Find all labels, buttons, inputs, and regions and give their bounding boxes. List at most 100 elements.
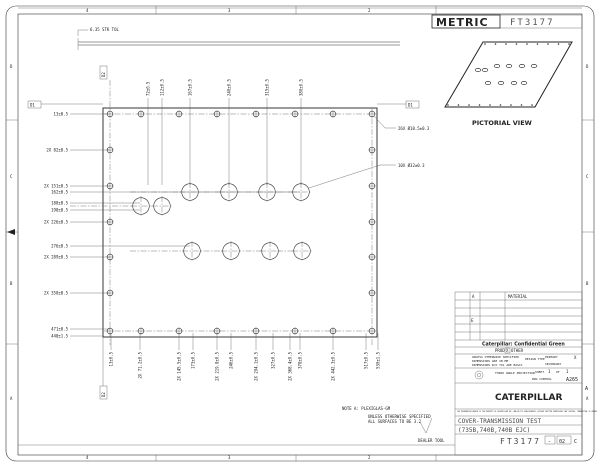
- left-dimension-label: 471±0.5: [51, 327, 68, 332]
- projection-label: THIRD ANGLE PROJECTION: [495, 371, 535, 375]
- header-drawing-number: FT3177: [510, 18, 555, 28]
- sheet-total: 1: [566, 369, 569, 374]
- drawing-number: FT3177: [500, 437, 541, 446]
- row-label: A: [10, 396, 13, 401]
- dealer-tool-label: DEALER TOOL: [418, 438, 445, 443]
- drawing-frame: 4 3 2 4 3 2 D C B A D C B A: [5, 5, 595, 462]
- bottom-dimension-label: 2X 294.1±0.5: [254, 351, 259, 380]
- left-dimension-label: 2X 289±0.5: [44, 255, 69, 260]
- bottom-dimension-label: 378±0.5: [298, 351, 303, 368]
- left-dimension-label: 188±0.5: [51, 201, 68, 206]
- bottom-dimension-label: 173±0.5: [191, 351, 196, 368]
- column-label: 2: [368, 8, 371, 13]
- datum-d1-label: D1: [408, 103, 413, 108]
- column-label: 2: [368, 455, 371, 460]
- header-block: METRIC FT3177: [431, 14, 583, 29]
- pictorial-hole: [497, 81, 505, 85]
- pictorial-hole: [493, 64, 501, 68]
- drawing-title: COVER-TRANSMISSION TEST: [458, 418, 541, 425]
- plate-outline: [102, 107, 378, 338]
- primary-label: PRIMARY: [545, 355, 558, 359]
- datum-d2-label: D2: [101, 72, 106, 77]
- row-label: B: [586, 281, 589, 286]
- note-material: NOTE A: PLEXIGLAS-GM: [342, 406, 391, 411]
- dwg-control-label: DWG CONTROL: [532, 377, 552, 381]
- pictorial-hole: [481, 68, 489, 72]
- note-surface-line1: UNLESS OTHERWISE SPECIFIED: [368, 414, 431, 419]
- row-label: D: [586, 64, 589, 69]
- projection-symbol-icon: [474, 370, 484, 380]
- tolerance-note: UNLESS OTHERWISE SPECIFIED: [472, 355, 519, 359]
- material-label: MATERIAL: [508, 294, 528, 299]
- disclaimer: THE INFORMATION HEREIN IS THE PROPERTY O…: [457, 410, 597, 413]
- top-dimension-label: 240±0.5: [227, 79, 232, 96]
- pictorial-view: PICTORIAL VIEW: [444, 41, 573, 127]
- revision-a: A: [472, 294, 475, 299]
- pictorial-hole: [484, 81, 492, 85]
- units-badge: METRIC: [436, 16, 489, 29]
- caterpillar-logo: CATERPILLAR: [495, 393, 562, 403]
- sheet-label: SHEET: [535, 370, 544, 374]
- zone-a-label: A: [585, 386, 588, 392]
- pictorial-hole: [505, 64, 513, 68]
- design-type-label: DESIGN TYPE: [525, 357, 545, 361]
- dimension-labels: 13±0.52X 82±0.52X 151±0.5162±0.5188±0.51…: [44, 79, 381, 381]
- prod-check: X: [506, 348, 509, 353]
- row-label: B: [10, 281, 13, 286]
- large-hole-callout: 10X Ø32±0.3: [398, 163, 425, 168]
- of-label: OF: [556, 370, 560, 374]
- centering-arrow-icon: [7, 229, 15, 235]
- edge-view: 6.35 STK TOL: [77, 27, 400, 50]
- bottom-dimension-label: 530±1.5: [376, 351, 381, 368]
- bottom-dimension-label: 246±0.5: [229, 351, 234, 368]
- notes: NOTE A: PLEXIGLAS-GM UNLESS OTHERWISE SP…: [18, 406, 455, 446]
- left-dimension-label: 440±1.5: [51, 334, 68, 339]
- top-dimension-label: 380±0.5: [299, 79, 304, 96]
- revision-e: E: [471, 318, 474, 323]
- note-surface-line2: ALL SURFACES TO BE 3.2: [368, 419, 422, 424]
- column-label: 4: [86, 455, 89, 460]
- row-label: A: [586, 396, 589, 401]
- column-label: 4: [86, 8, 89, 13]
- left-dimension-label: 13±0.5: [54, 112, 69, 117]
- other-label: OTHER: [511, 348, 524, 353]
- left-dimension-label: 190±0.5: [51, 208, 68, 213]
- top-dimension-label: 112±0.5: [160, 79, 165, 96]
- tolerance-note: DIMENSIONS ARE IN MM: [472, 359, 508, 363]
- left-dimension-label: 2X 82±0.5: [46, 148, 68, 153]
- plate-view: D1 D1 D2 D2 26X Ø10.5±0.3 10X Ø32±0.3: [27, 65, 430, 400]
- size-value: 02: [559, 439, 565, 445]
- bottom-dimension-label: 2X 368.4±0.5: [288, 351, 293, 380]
- bottom-dimension-label: 2X 71.2±0.5: [138, 351, 143, 378]
- row-label: C: [10, 174, 13, 179]
- drawing-subtitle: (735B,740B,740B EJC): [458, 427, 530, 434]
- top-dimension-label: 315±0.5: [265, 79, 270, 96]
- left-dimension-label: 2X 358±0.5: [44, 291, 69, 296]
- bottom-dimension-label: 517±0.5: [364, 351, 369, 368]
- bottom-dimension-label: 13±0.5: [109, 351, 114, 366]
- left-dimension-label: 162±0.5: [51, 190, 68, 195]
- bottom-dimension-label: 2X 442.3±0.5: [331, 351, 336, 380]
- confidentiality-label: Caterpillar: Confidential Green: [482, 342, 565, 348]
- dwg-control-value: A265: [566, 377, 578, 383]
- datum-d2-label: D2: [101, 392, 106, 397]
- surface-finish-icon: [419, 417, 433, 434]
- sheet-size: C: [574, 439, 577, 445]
- small-hole-callout: 26X Ø10.5±0.3: [398, 126, 430, 131]
- row-label: C: [586, 174, 589, 179]
- pictorial-view-label: PICTORIAL VIEW: [472, 119, 532, 127]
- prod-label: PROD: [495, 348, 505, 353]
- top-dimension-label: 167±0.5: [188, 79, 193, 96]
- tolerance-note: DIMENSIONS W/O TOL ARE BASIC: [472, 363, 523, 367]
- datum-d1-label: D1: [30, 103, 35, 108]
- left-dimension-label: 2X 226±0.5: [44, 220, 69, 225]
- left-dimension-label: 276±0.5: [51, 244, 68, 249]
- pictorial-hole: [520, 81, 528, 85]
- pictorial-hole: [510, 81, 518, 85]
- column-label: 3: [228, 8, 231, 13]
- sheet-number: 1: [548, 369, 551, 374]
- top-dimension-label: 72±0.5: [146, 81, 151, 96]
- secondary-label: SECONDARY: [545, 362, 561, 366]
- title-block: A MATERIAL E Caterpillar: Confidential G…: [454, 291, 597, 456]
